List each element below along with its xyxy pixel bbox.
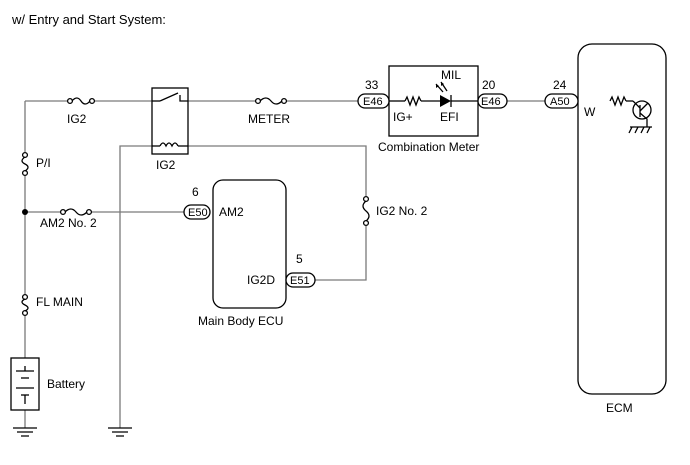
fuse-ig2-no2: IG2 No. 2: [362, 195, 428, 227]
ecm-pin-name: W: [584, 105, 596, 119]
resistor-icon: [404, 95, 422, 107]
battery-icon: [10, 357, 40, 411]
meter-pin-in-name: IG+: [393, 110, 413, 124]
meter-pin-out-number: 20: [482, 78, 496, 92]
meter-pin-in-number: 33: [365, 78, 379, 92]
transistor-icon: [632, 100, 652, 120]
ground-icon: [13, 427, 37, 437]
connector-a50: [544, 93, 579, 109]
am2-pin-name: AM2: [219, 205, 244, 219]
connector-e46-out-label: E46: [481, 96, 501, 108]
ground-icon: [108, 427, 132, 437]
fuse-meter-label: METER: [248, 112, 290, 126]
combination-meter: Combination Meter 33 E46 IG+ 20 E46 MIL …: [357, 65, 508, 154]
mil-led-icon: [440, 95, 451, 107]
fuse-ig2: IG2: [66, 97, 96, 126]
ecm-label: ECM: [606, 401, 633, 415]
battery-label: Battery: [47, 377, 85, 391]
ig2d-pin-name: IG2D: [247, 273, 275, 287]
junction-dot: [22, 209, 28, 215]
fuse-meter: METER: [248, 97, 290, 126]
resistor-icon: [609, 95, 627, 107]
efi-label: EFI: [440, 110, 459, 124]
connector-e50: [183, 204, 211, 220]
chassis-ground-icon: [628, 126, 651, 134]
fuse-ig2-label: IG2: [67, 112, 87, 126]
main-body-ecu-label: Main Body ECU: [198, 314, 283, 328]
connector-a50-label: A50: [550, 96, 570, 108]
am2-pin-number: 6: [192, 185, 199, 199]
fuse-fl-main: FL MAIN: [21, 293, 83, 317]
fuse-ig2-no2-label: IG2 No. 2: [376, 204, 428, 218]
main-body-ecu: Main Body ECU 6 E50 AM2 5 E51 IG2D: [183, 179, 316, 328]
ecm-pin-number: 24: [553, 78, 567, 92]
diagram-title: w/ Entry and Start System:: [11, 12, 166, 27]
fuse-fl-main-label: FL MAIN: [36, 295, 83, 309]
fuse-pi-label: P/I: [36, 156, 51, 170]
ig2d-pin-number: 5: [296, 252, 303, 266]
connector-e50-label: E50: [188, 207, 208, 219]
connector-e51-label: E51: [290, 275, 310, 287]
relay-ig2: IG2: [151, 87, 189, 172]
wiring: [24, 100, 610, 428]
connector-e51: [285, 272, 316, 288]
relay-ig2-label: IG2: [156, 158, 176, 172]
connector-e46-in-label: E46: [363, 96, 383, 108]
fuse-am2-no2-label: AM2 No. 2: [40, 216, 97, 230]
fuse-am2-no2: AM2 No. 2: [40, 208, 97, 230]
ecm: ECM 24 A50 W: [544, 43, 667, 415]
fuse-pi: P/I: [21, 151, 51, 177]
combination-meter-label: Combination Meter: [378, 140, 479, 154]
mil-label: MIL: [441, 68, 461, 82]
